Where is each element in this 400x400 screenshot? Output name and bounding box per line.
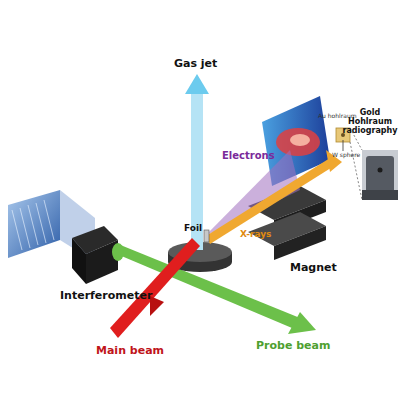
probe-arrow [288,312,316,334]
foil [204,230,209,242]
fringes [12,200,54,250]
electron-signal [276,128,320,156]
gas-jet-label: Gas jet [174,58,217,70]
w-sphere-leader [343,140,344,151]
part-label: Au hohlraum [318,113,357,120]
radiograph [362,150,398,200]
electrons-label: Electrons [222,150,275,161]
x-rays-label: X-rays [240,230,271,240]
gas-jet-arrow [185,74,209,94]
electron-signal [290,134,310,146]
magnet-label: Magnet [290,262,337,274]
main-beam [110,238,200,338]
radiograph-sphere [378,168,383,173]
beam-label: Probe beam [256,340,330,352]
camera-lens [112,243,124,261]
magnet [274,226,326,260]
part-label: W sphere [332,152,360,159]
beam-label: Main beam [96,345,164,357]
zoom-line [350,142,362,200]
radiograph-base [362,190,398,200]
foil-label: Foil [184,224,202,234]
camera-side [72,238,86,284]
x-ray-beam [206,158,334,244]
interferogram [8,190,60,258]
instrument-label: Interferometer [60,290,152,302]
